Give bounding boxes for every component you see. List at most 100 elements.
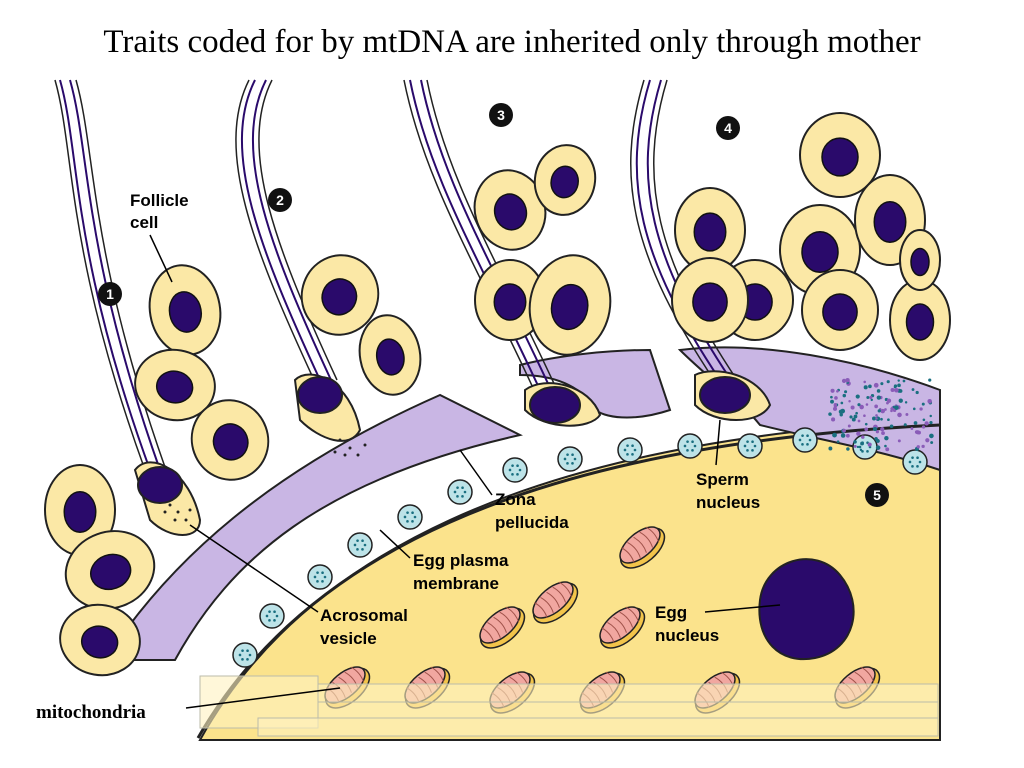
granule-dot [864,427,869,432]
granule-dot [927,398,932,404]
granule-dot [863,414,866,418]
granule-dot [928,378,932,382]
granule-dot [832,406,838,411]
follicle-cell [134,348,216,422]
granule-dot [832,432,837,438]
granule-dot [894,405,899,410]
granule-dot [864,422,868,426]
granule-dot [870,398,873,402]
granule-dot [875,445,881,450]
step-number-3: 3 [497,107,505,123]
granule-dot [830,388,835,393]
granule-dot [902,379,906,383]
granule-dot [904,401,908,404]
follicle-cell [474,259,546,341]
zona-pellucida-label: Zona pellucida [495,490,569,532]
granule-dot [872,416,877,421]
follicle-cell [44,464,116,556]
granule-dot [893,385,897,389]
granule-dot [851,417,856,422]
granule-dot [929,421,933,425]
granule-dot [880,427,885,432]
granule-dot [890,388,895,393]
granule-dot [839,413,843,417]
granule-dot [863,380,866,384]
granule-dot [857,403,861,407]
cortical-granule [902,449,928,475]
egg-nucleus-label: Egg nucleus [655,603,719,645]
granule-dot [905,412,909,416]
granule-dot [849,415,853,419]
granule-dot [875,438,879,443]
granule-dot [828,446,833,451]
step-marker-2 [268,188,292,212]
follicle-cell [671,257,749,343]
step-number-2: 2 [276,192,284,208]
granule-dot [915,430,920,435]
granule-dot [877,409,881,413]
sperm-heads [133,370,772,536]
cortical-granules [232,427,928,668]
granule-dot [921,425,926,429]
granule-dot [894,387,899,393]
granule-dot [913,421,918,425]
granule-dot [925,438,930,443]
granule-dot [836,440,840,443]
granule-dot [903,423,907,427]
granule-dot [859,448,863,452]
granule-dot [841,378,847,383]
follicle-cell [59,603,141,677]
granule-dot [842,393,847,398]
granule-dot [912,407,916,411]
zona-pellucida [103,393,523,661]
follicle-cell [801,269,879,351]
granule-dot [898,398,903,403]
granule-dot [838,409,843,414]
granule-dot [897,412,902,418]
mitochondrion [532,581,579,624]
step-marker-5 [865,483,889,507]
granule-dot [875,430,880,434]
granule-dot [861,435,865,439]
slide-title: Traits coded for by mtDNA are inherited … [103,24,921,60]
acrosomal-contents [163,438,367,522]
cortical-granule [792,427,818,453]
follicle-cell [300,254,380,336]
granule-dot [844,390,848,394]
follicle-cell-label: Follicle cell [130,191,193,232]
labels: Follicle cell Zona pellucida Egg plasma … [36,191,760,723]
granule-dot [887,418,890,422]
granule-dot [860,441,864,446]
follicle-cell [190,399,270,481]
granule-dot [875,414,878,417]
granule-dot [897,379,900,382]
granule-dot [924,421,929,426]
granule-dot [833,403,837,407]
follicle-cell [473,169,547,251]
sperm-tails [59,79,732,471]
granule-dot [885,447,890,452]
cortical-granule [557,446,583,472]
cortical-granule [307,564,333,590]
granule-dot [897,383,901,388]
granule-dot [847,424,851,428]
step-number-5: 5 [873,487,881,503]
granule-dot [880,417,883,421]
cortical-granule [502,457,528,483]
step-marker-1 [98,282,122,306]
granule-dot [848,400,851,403]
mitochondria-label: mitochondria [36,702,146,723]
granule-dot [855,411,858,415]
granule-dot [872,426,878,432]
granule-dot [845,377,850,383]
egg-nucleus [758,558,855,661]
cortical-granule [232,642,258,668]
granule-dot [897,439,901,443]
granule-dot [866,396,870,400]
cortical-granule [259,603,285,629]
granule-dot [855,394,860,399]
released-granules [828,377,934,452]
egg-plasma-membrane-label: Egg plasma membrane [413,551,513,593]
granule-dot [930,441,934,445]
